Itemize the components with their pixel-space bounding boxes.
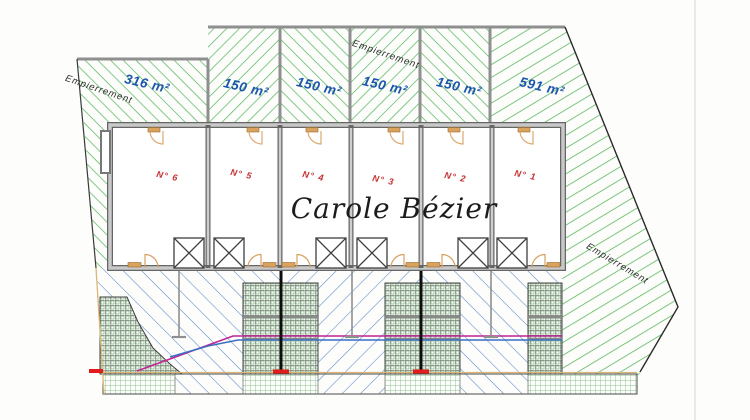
party-walls bbox=[205, 125, 495, 268]
stair-box bbox=[213, 237, 245, 269]
front-court bbox=[96, 268, 562, 374]
right-slanted-boundary bbox=[564, 26, 679, 373]
unit-6-label: N° 6 bbox=[156, 169, 180, 183]
plot-5-garden bbox=[208, 27, 280, 125]
unit-2-label: N° 2 bbox=[444, 170, 468, 184]
garden-areas bbox=[77, 27, 678, 394]
gravel-patch-right bbox=[527, 282, 563, 375]
unit-4-label: N° 4 bbox=[302, 169, 326, 183]
red-marker bbox=[89, 369, 103, 373]
left-slanted-boundary bbox=[76, 58, 97, 269]
unit-3-label: N° 3 bbox=[372, 173, 396, 187]
plot-4-garden bbox=[280, 27, 350, 125]
unit-1-label: N° 1 bbox=[514, 168, 538, 182]
red-marker bbox=[413, 369, 429, 374]
stair-box bbox=[173, 237, 205, 269]
plot-6-garden bbox=[77, 59, 208, 125]
site-boundaries bbox=[76, 25, 679, 373]
plot-3-garden bbox=[350, 27, 420, 125]
unit-5-label: N° 5 bbox=[230, 167, 254, 181]
door-swings bbox=[144, 130, 546, 268]
entry-pillar bbox=[100, 130, 111, 174]
plot-1-garden bbox=[490, 27, 678, 394]
stair-boxes bbox=[173, 237, 528, 269]
red-marker bbox=[273, 369, 289, 374]
gravel-wedge-left bbox=[99, 296, 184, 375]
stair-box bbox=[457, 237, 489, 269]
front-fences bbox=[172, 270, 498, 339]
watermark-text: Carole Bézier bbox=[291, 192, 498, 225]
bottom-strip bbox=[102, 373, 638, 395]
stair-box bbox=[315, 237, 347, 269]
stair-box bbox=[356, 237, 388, 269]
utility-line-blue bbox=[169, 339, 562, 358]
door-thresholds bbox=[127, 127, 561, 268]
service-droppers bbox=[89, 269, 429, 374]
utility-lines bbox=[136, 335, 562, 372]
plot-2-garden bbox=[420, 27, 490, 125]
doors bbox=[127, 127, 561, 268]
stair-box bbox=[496, 237, 528, 269]
utility-line-magenta bbox=[136, 335, 562, 372]
